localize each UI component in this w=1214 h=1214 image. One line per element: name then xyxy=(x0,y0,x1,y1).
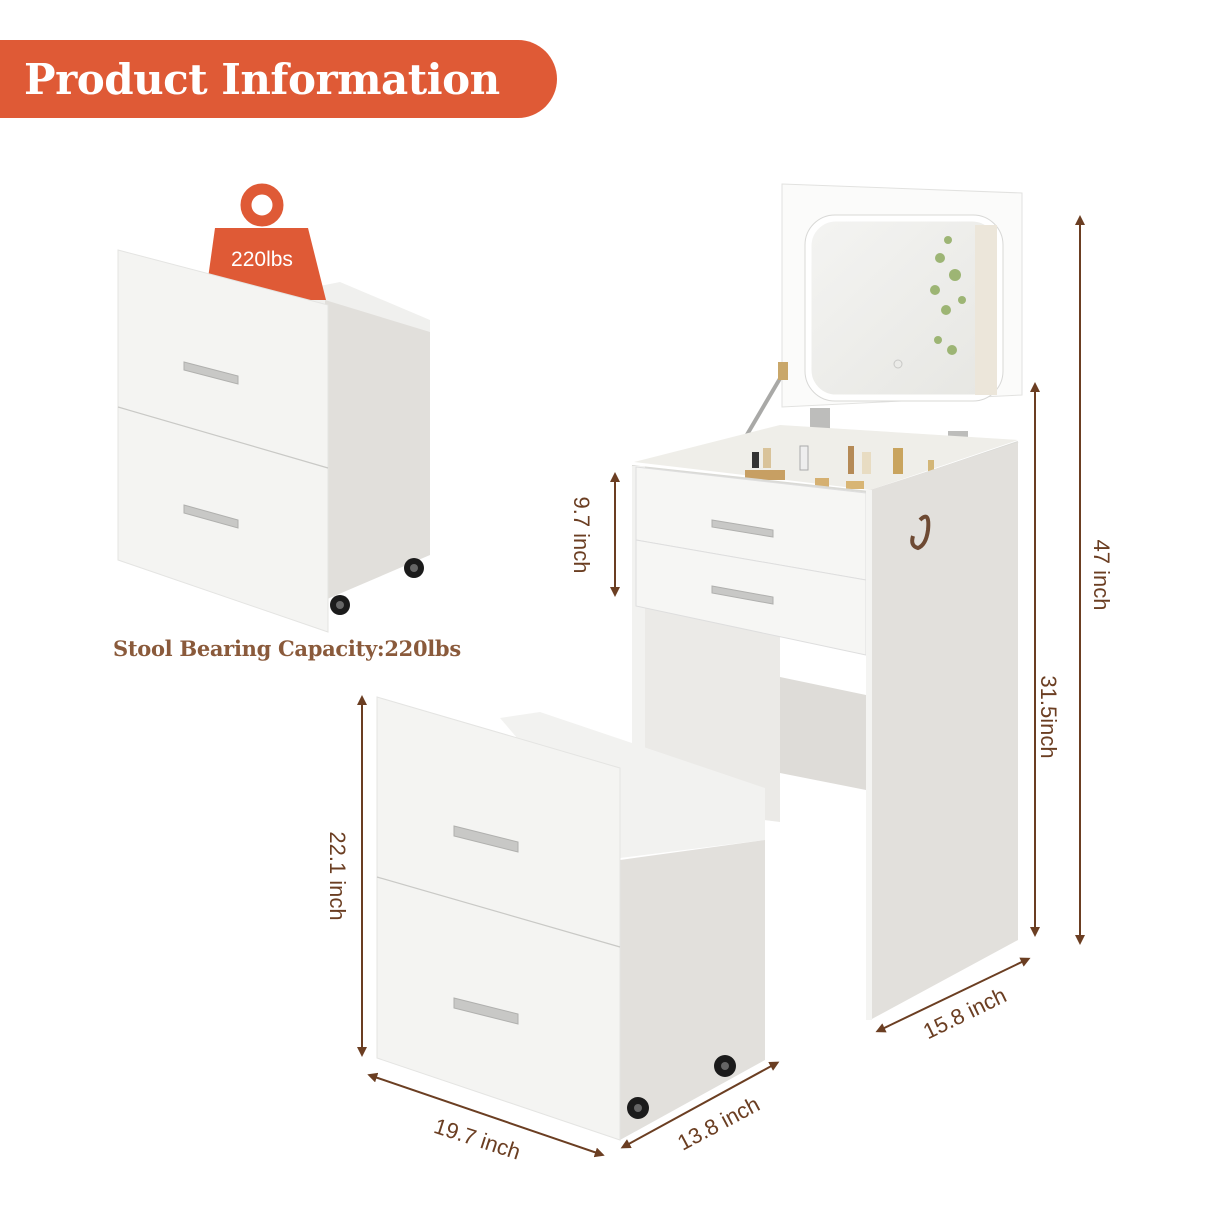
weight-label: 220lbs xyxy=(231,248,293,271)
vanity-desk xyxy=(631,183,1023,1020)
dim-total-height: 47 inch xyxy=(1089,540,1114,611)
dim-stool-width: 19.7 inch xyxy=(431,1113,524,1164)
touch-button-icon xyxy=(893,359,903,369)
caster-icon xyxy=(330,558,424,615)
hook-icon xyxy=(910,514,931,551)
stool-detail: 220lbs xyxy=(117,183,430,633)
led-mirror xyxy=(804,214,1004,402)
header-banner: Product Information xyxy=(0,40,557,118)
dim-desk-depth: 15.8 inch xyxy=(919,982,1010,1044)
dimension-lines xyxy=(357,215,1085,1158)
dim-stool-height: 22.1 inch xyxy=(325,831,350,920)
dim-desk-height: 31.5inch xyxy=(1036,675,1061,758)
dim-drawer-height: 9.7 inch xyxy=(569,496,594,573)
stool-capacity-caption: Stool Bearing Capacity:220lbs xyxy=(113,636,461,661)
page-title: Product Information xyxy=(24,54,500,104)
cosmetics xyxy=(745,445,934,489)
